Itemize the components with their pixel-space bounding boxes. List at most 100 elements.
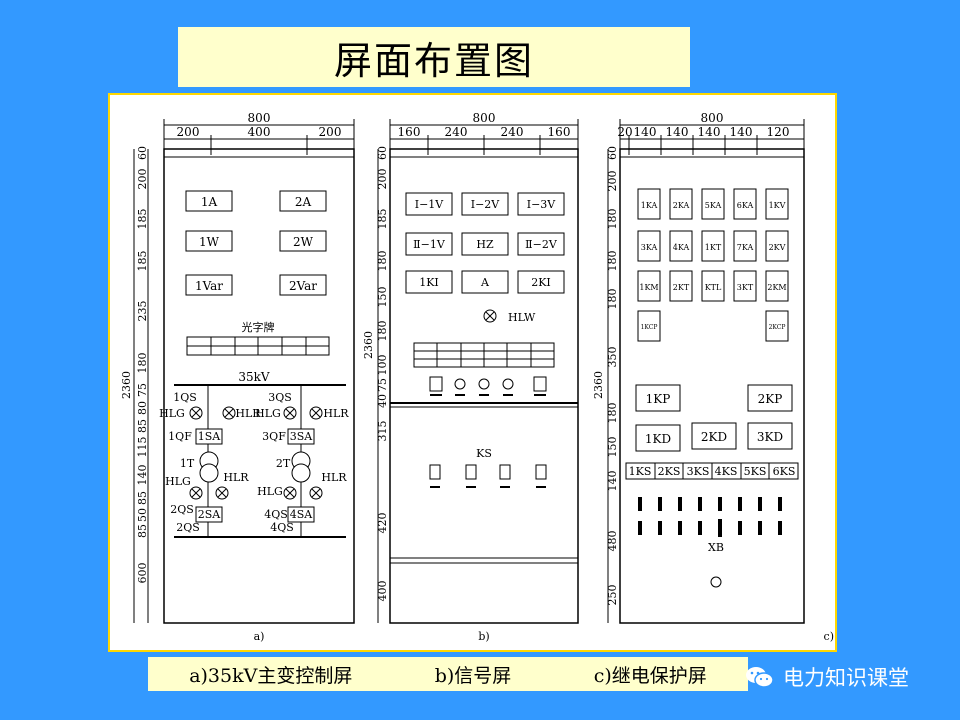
lamp-icon — [283, 486, 297, 500]
relay-box — [637, 310, 661, 342]
dim-b-h: 200 — [376, 169, 389, 190]
panel-layout-diagram: 800 200 400 200 2360 60 200 185 185 235 … — [120, 111, 834, 643]
meter-box — [279, 230, 327, 252]
dim-b-w: 160 — [398, 125, 421, 139]
relay-box — [691, 422, 737, 450]
dim-a-h: 235 — [136, 301, 149, 322]
device-label: 2QS — [176, 521, 200, 534]
xb-pad — [718, 519, 722, 537]
relay-box — [429, 464, 441, 480]
relay-label: 2KD — [701, 430, 727, 444]
caption-bar: a)35kV主变控制屏 b)信号屏 c)继电保护屏 — [148, 657, 748, 691]
relay-label: 2KCP — [769, 324, 786, 331]
relay-label: 1KA — [641, 201, 658, 210]
dim-c-h: 350 — [606, 347, 619, 368]
device-label: 2QS — [170, 503, 194, 516]
instrument-label: 1KI — [419, 276, 439, 289]
dim-a-h: 50 — [136, 508, 149, 522]
ks-label: KS — [476, 447, 492, 460]
instrument-box — [461, 270, 509, 294]
dim-a-h: 80 — [136, 401, 149, 415]
lamp-icon — [191, 488, 201, 498]
dim-c-h: 180 — [606, 209, 619, 230]
device-label: HLR — [235, 407, 261, 420]
relay-box — [733, 270, 757, 302]
transformer-icon — [199, 463, 219, 483]
brand-name: 电力知识课堂 — [783, 666, 909, 690]
relay-box — [733, 230, 757, 262]
relay-label: 2KA — [673, 201, 690, 210]
dim-b-w: 160 — [548, 125, 571, 139]
xb-pad — [718, 497, 722, 511]
dim-c-h: 180 — [606, 251, 619, 272]
instrument-box — [461, 232, 509, 256]
dim-c-w: 140 — [730, 125, 753, 139]
ks-label: 6KS — [773, 465, 796, 478]
dim-b-w: 240 — [501, 125, 524, 139]
meter-label: 1W — [199, 235, 220, 249]
dim-b-h: 420 — [376, 513, 389, 534]
device-label: 4QS — [270, 521, 294, 534]
sub-caption-b: b) — [478, 630, 489, 643]
annunciator-label: 光字牌 — [242, 320, 275, 334]
relay-box — [701, 188, 725, 220]
instrument-box — [517, 232, 565, 256]
dim-a-h: 185 — [136, 209, 149, 230]
xb-pad — [638, 521, 642, 535]
lamp-icon — [309, 406, 323, 420]
dim-b-w: 240 — [445, 125, 468, 139]
dim-b-h: 185 — [376, 209, 389, 230]
xb-pad — [698, 521, 702, 535]
xb-pad — [778, 497, 782, 511]
relay-box — [635, 384, 681, 412]
panel-b: 800 160 240 240 160 2360 60 200 185 180 … — [362, 111, 579, 643]
wechat-icon — [746, 667, 774, 688]
xb-label: XB — [708, 541, 724, 554]
xb-pad — [638, 497, 642, 511]
dim-a-h: 85 — [136, 491, 149, 505]
xb-pad — [778, 521, 782, 535]
relay-box — [747, 422, 793, 450]
meter-box — [185, 274, 233, 296]
lamp-icon — [189, 406, 203, 420]
relay-label: KTL — [705, 283, 722, 292]
dim-c-h: 150 — [606, 437, 619, 458]
instrument-box — [405, 192, 453, 216]
relay-label: 1KM — [639, 283, 658, 292]
instrument-label: Ⅰ−2V — [471, 198, 501, 211]
device-label: 4SA — [290, 508, 314, 521]
relay-box — [701, 230, 725, 262]
dim-a-h: 140 — [136, 465, 149, 486]
dim-c-w: 140 — [666, 125, 689, 139]
relay-box — [765, 310, 789, 342]
ks-label: 2KS — [658, 465, 681, 478]
relay-label: 1KD — [645, 432, 671, 446]
dim-b-h: 40 — [376, 394, 389, 408]
relay-label: 4KA — [673, 243, 690, 252]
device-label: 3QS — [268, 391, 292, 404]
dim-b-h: 75 — [376, 378, 389, 392]
switch-box — [533, 376, 547, 392]
dim-b-h: 60 — [376, 146, 389, 160]
dim-c-h: 200 — [606, 171, 619, 192]
caption-a: a)35kV主变控制屏 — [189, 664, 353, 687]
instrument-box — [517, 270, 565, 294]
dim-b-h: 100 — [376, 355, 389, 376]
meter-box — [185, 190, 233, 212]
meter-label: 2A — [295, 195, 312, 209]
panel-a-outline — [163, 148, 355, 624]
lamp-icon — [285, 488, 295, 498]
dim-a-h: 60 — [136, 146, 149, 160]
instrument-label: HZ — [476, 238, 494, 251]
bus-label: 35kV — [238, 370, 270, 384]
lamp-icon — [311, 488, 321, 498]
dim-a-h: 115 — [136, 437, 149, 458]
title-banner: 屏面布置图 — [178, 27, 690, 87]
dim-a-height: 2360 — [120, 371, 133, 399]
instrument-label: Ⅱ−1V — [413, 238, 446, 251]
lamp-icon — [311, 408, 321, 418]
relay-label: 1KV — [769, 201, 786, 210]
ks-label: 4KS — [715, 465, 738, 478]
lamp-icon — [191, 408, 201, 418]
lamp-icon — [485, 311, 495, 321]
